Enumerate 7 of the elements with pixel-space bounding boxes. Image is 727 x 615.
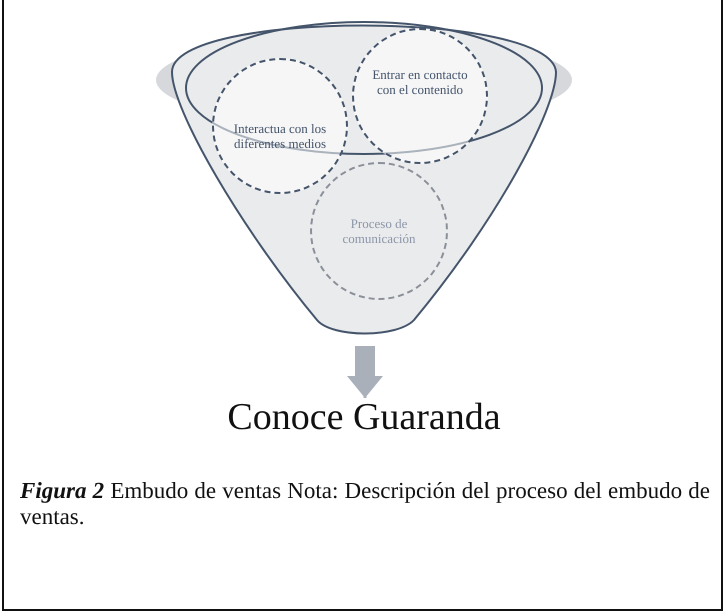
arrow	[347, 346, 383, 398]
circle-label: Proceso de comunicación	[342, 216, 416, 246]
result-text: Conoce Guaranda	[227, 396, 501, 438]
circle-node	[310, 162, 448, 300]
circle-label: Interactua con los diferentes medios	[232, 121, 328, 151]
circle-label: Entrar en contacto con el contenido	[371, 67, 469, 97]
figure-caption: Figura 2 Embudo de ventas Nota: Descripción del proceso del embudo de ventas.	[20, 478, 710, 530]
